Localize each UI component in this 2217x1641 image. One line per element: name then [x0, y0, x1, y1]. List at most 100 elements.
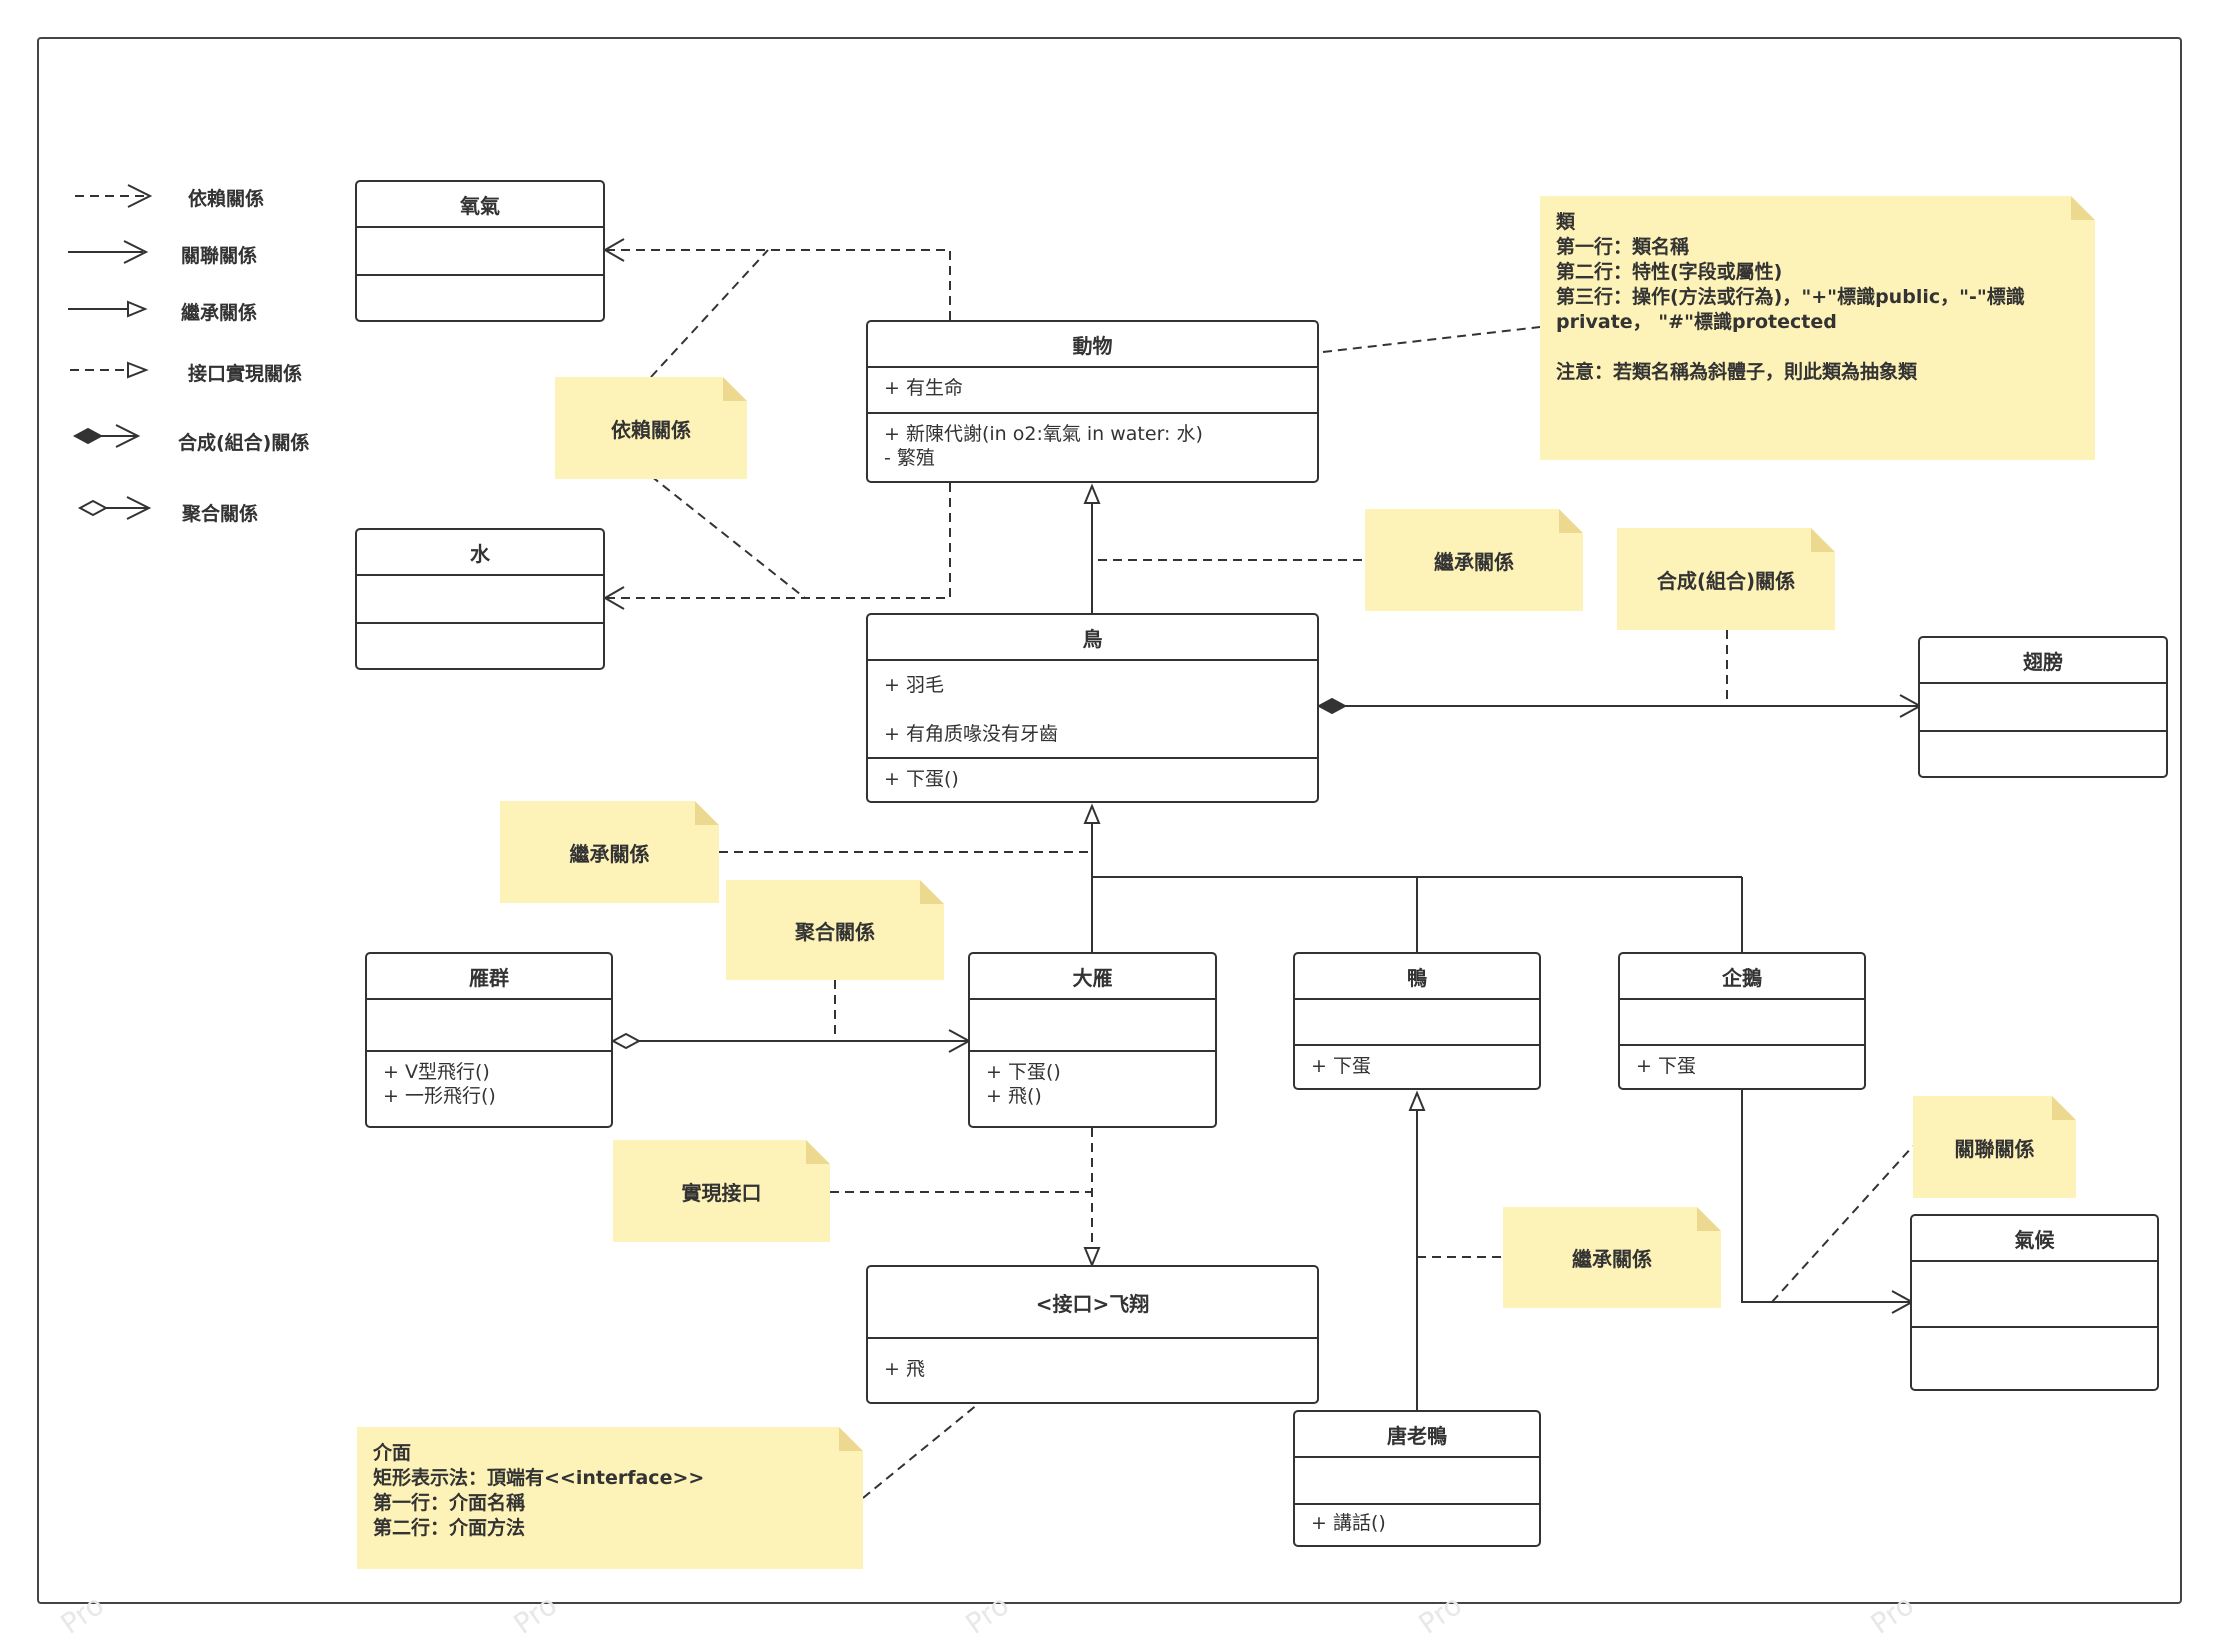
class-wild-goose-operations: + 下蛋() + 飛() — [970, 1052, 1215, 1126]
class-animal-operation: - 繁殖 — [884, 447, 935, 469]
class-climate-name: 氣候 — [1912, 1216, 2157, 1262]
class-fly-interface[interactable]: <接口>飞翔 + 飛 — [866, 1265, 1319, 1404]
class-goose-flock-attributes — [367, 1000, 611, 1052]
class-fly-interface-operations: + 飛 — [868, 1339, 1317, 1402]
class-goose-flock-operation: + V型飛行() — [383, 1061, 490, 1083]
note-inheritance-3[interactable]: 繼承關係 — [1503, 1207, 1721, 1308]
association-penguin-climate — [1741, 1090, 1910, 1303]
class-goose-flock-operation: + 一形飛行() — [383, 1085, 496, 1107]
class-donald-duck[interactable]: 唐老鴨 + 講話() — [1293, 1410, 1541, 1547]
class-climate[interactable]: 氣候 — [1910, 1214, 2159, 1391]
class-water-name: 水 — [357, 530, 603, 576]
dependency-animal-oxygen — [605, 249, 951, 320]
class-bird-attribute: + 羽毛 — [884, 674, 944, 696]
note-interface-line: 第一行：介面名稱 — [373, 1492, 526, 1514]
class-fly-interface-operation: + 飛 — [884, 1358, 925, 1380]
class-oxygen-operations — [357, 276, 603, 320]
legend-aggregation-diamond — [77, 499, 109, 517]
class-bird-attributes: + 羽毛 + 有角质喙没有牙齒 — [868, 661, 1317, 759]
note-interface-description[interactable]: 介面 矩形表示法：頂端有<<interface>> 第一行：介面名稱 第二行：介… — [357, 1427, 863, 1569]
note-link-class-note — [1322, 326, 1541, 353]
note-association[interactable]: 關聯關係 — [1913, 1096, 2076, 1198]
class-bird-attribute: + 有角质喙没有牙齒 — [884, 723, 1058, 745]
class-wing-attributes — [1920, 684, 2166, 732]
class-penguin-name: 企鵝 — [1620, 954, 1864, 1000]
composition-diamond — [1316, 697, 1348, 715]
note-class-line: 第一行：類名稱 — [1556, 236, 1690, 258]
legend-aggregation-label: 聚合關係 — [182, 503, 259, 525]
note-link-interface-note — [862, 1403, 979, 1499]
class-oxygen-attributes — [357, 228, 603, 276]
note-link-dependency-bottom — [650, 475, 806, 599]
class-wild-goose-name: 大雁 — [970, 954, 1215, 1000]
aggregation-diamond — [610, 1032, 642, 1050]
class-duck-name: 鴨 — [1295, 954, 1539, 1000]
note-interface-line: 第二行：介面方法 — [373, 1517, 526, 1539]
legend-inheritance-head — [127, 300, 148, 318]
class-goose-flock[interactable]: 雁群 + V型飛行() + 一形飛行() — [365, 952, 613, 1128]
inheritance-duck-head — [1408, 1090, 1426, 1111]
class-animal-attribute: + 有生命 — [884, 377, 963, 399]
class-duck[interactable]: 鴨 + 下蛋 — [1293, 952, 1541, 1090]
class-penguin-attributes — [1620, 1000, 1864, 1046]
class-wild-goose-attributes — [970, 1000, 1215, 1052]
legend-realization-head — [127, 361, 149, 379]
note-realization[interactable]: 實現接口 — [613, 1140, 830, 1242]
class-oxygen-name: 氧氣 — [357, 182, 603, 228]
inheritance-bird-head — [1083, 803, 1101, 824]
legend-composition-diamond — [72, 427, 104, 445]
class-goose-flock-operations: + V型飛行() + 一形飛行() — [367, 1052, 611, 1126]
note-class-description[interactable]: 類 第一行：類名稱 第二行：特性(字段或屬性) 第三行：操作(方法或行為)，"+… — [1540, 196, 2095, 460]
class-penguin-operation: + 下蛋 — [1636, 1055, 1696, 1077]
legend-arrows — [68, 184, 153, 520]
class-duck-operations: + 下蛋 — [1295, 1046, 1539, 1088]
dependency-animal-water — [605, 483, 951, 599]
note-link-dependency-top — [650, 249, 769, 378]
legend-realization-label: 接口實現關係 — [188, 363, 303, 385]
class-duck-operation: + 下蛋 — [1311, 1055, 1371, 1077]
diagram-frame — [37, 37, 2182, 1604]
class-fly-interface-name: <接口>飞翔 — [868, 1267, 1317, 1339]
legend-association-label: 關聯關係 — [181, 245, 258, 267]
legend-aggregation-head — [126, 496, 152, 520]
class-climate-operations — [1912, 1328, 2157, 1389]
class-wing[interactable]: 翅膀 — [1918, 636, 2168, 778]
class-bird[interactable]: 鳥 + 羽毛 + 有角质喙没有牙齒 + 下蛋() — [866, 613, 1319, 803]
class-animal-operation: + 新陳代謝(in o2:氧氣 in water: 水) — [884, 423, 1203, 445]
class-wing-operations — [1920, 732, 2166, 776]
realization-fly-head — [1083, 1247, 1101, 1268]
note-class-line: private， "#"標識protected — [1556, 311, 1837, 333]
note-composition[interactable]: 合成(組合)關係 — [1617, 528, 1835, 630]
legend-composition-label: 合成(組合)關係 — [178, 432, 310, 454]
class-donald-duck-operations: + 講話() — [1295, 1505, 1539, 1545]
legend-composition-head — [115, 424, 141, 448]
class-wild-goose-operation: + 下蛋() — [986, 1061, 1061, 1083]
note-aggregation[interactable]: 聚合關係 — [726, 880, 944, 980]
note-inheritance-1[interactable]: 繼承關係 — [1365, 509, 1583, 611]
class-duck-attributes — [1295, 1000, 1539, 1046]
note-class-line: 第二行：特性(字段或屬性) — [1556, 261, 1783, 283]
class-penguin[interactable]: 企鵝 + 下蛋 — [1618, 952, 1866, 1090]
class-penguin-operations: + 下蛋 — [1620, 1046, 1864, 1088]
note-class-line: 注意：若類名稱為斜體子，則此類為抽象類 — [1556, 361, 1918, 383]
class-oxygen[interactable]: 氧氣 — [355, 180, 605, 322]
note-inheritance-2[interactable]: 繼承關係 — [500, 801, 719, 903]
class-bird-operations: + 下蛋() — [868, 759, 1317, 801]
class-bird-operation: + 下蛋() — [884, 768, 959, 790]
note-interface-line: 矩形表示法：頂端有<<interface>> — [373, 1467, 705, 1489]
legend-dependency-label: 依賴關係 — [188, 188, 265, 210]
class-animal[interactable]: 動物 + 有生命 + 新陳代謝(in o2:氧氣 in water: 水) - … — [866, 320, 1319, 483]
class-water[interactable]: 水 — [355, 528, 605, 670]
note-dependency[interactable]: 依賴關係 — [555, 377, 747, 479]
class-donald-duck-name: 唐老鴨 — [1295, 1412, 1539, 1458]
class-water-operations — [357, 624, 603, 668]
class-animal-name: 動物 — [868, 322, 1317, 368]
dependency-water-head — [603, 586, 625, 610]
class-climate-attributes — [1912, 1262, 2157, 1328]
dependency-oxygen-head — [603, 238, 625, 262]
class-animal-operations: + 新陳代謝(in o2:氧氣 in water: 水) - 繁殖 — [868, 414, 1317, 481]
class-wild-goose[interactable]: 大雁 + 下蛋() + 飛() — [968, 952, 1217, 1128]
inheritance-animal-head — [1083, 483, 1101, 504]
legend-inheritance-label: 繼承關係 — [181, 302, 258, 324]
